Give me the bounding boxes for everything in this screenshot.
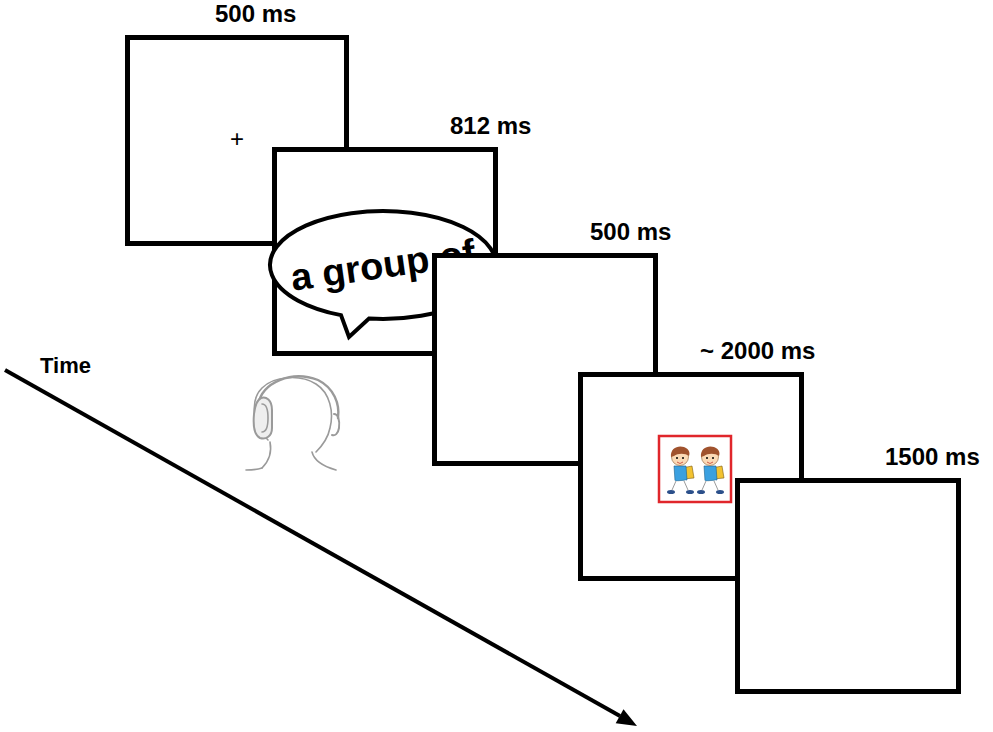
duration-label: 500 ms (590, 220, 671, 244)
ear-cup (332, 414, 339, 435)
arrow-head (616, 709, 637, 726)
duration-label: 1500 ms (885, 445, 980, 469)
neck-line (312, 452, 336, 470)
shoulder-line (246, 468, 262, 470)
ear-cup (254, 398, 272, 439)
neck-line (262, 442, 271, 468)
duration-label: 500 ms (215, 2, 296, 26)
ear-cup-rim (262, 404, 268, 432)
listener-head (246, 376, 339, 470)
fixation-cross: + (230, 127, 244, 151)
duration-label: 812 ms (450, 114, 531, 138)
trial-screen: 1500 ms (735, 478, 961, 694)
duration-label: ~ 2000 ms (700, 339, 815, 363)
axis-label: Time (40, 355, 91, 377)
